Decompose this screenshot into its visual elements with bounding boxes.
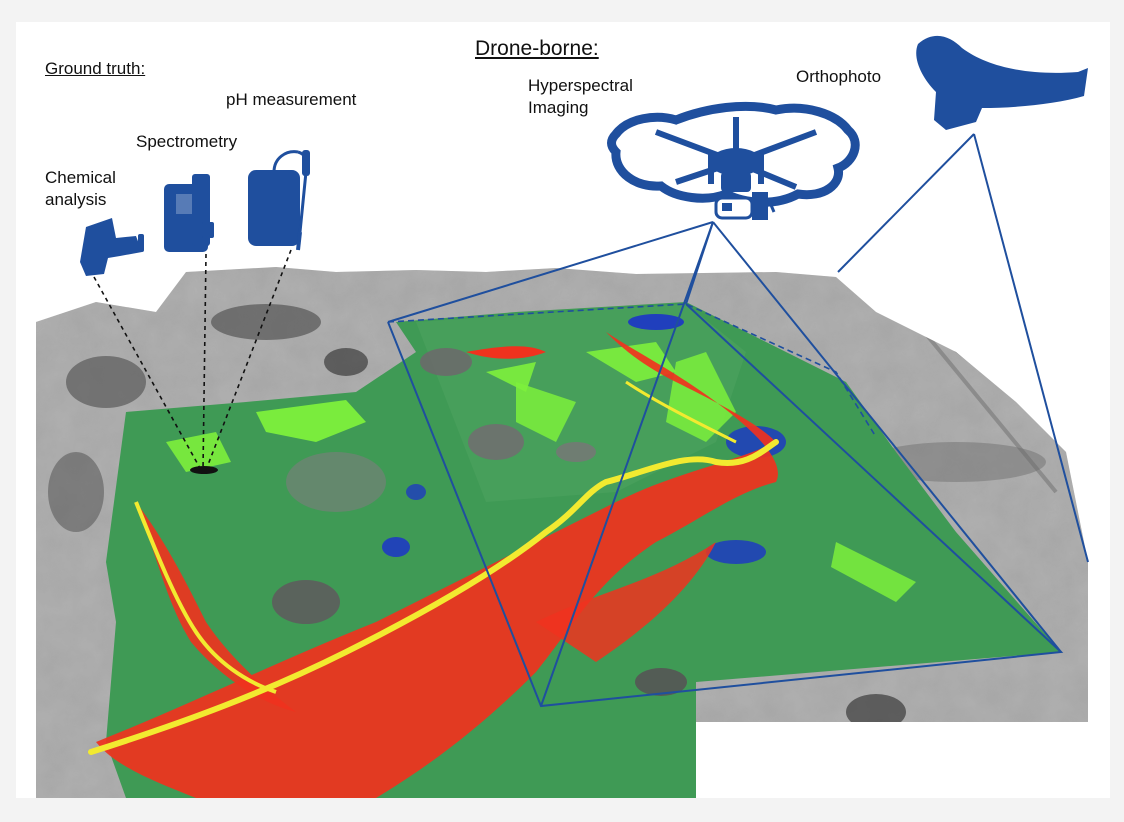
figure-frame: Drone-borne: Ground truth: pH measuremen… <box>16 22 1110 798</box>
classification-map <box>88 302 1061 798</box>
spectrometry-label: Spectrometry <box>136 132 238 151</box>
spectrometer-icon <box>164 174 214 252</box>
orthophoto-footprint <box>837 133 1089 563</box>
drone-borne-heading: Drone-borne: <box>475 37 599 60</box>
orthophoto-label: Orthophoto <box>796 67 882 86</box>
hexacopter-drone-icon <box>607 101 860 207</box>
chemical-analyzer-icon <box>80 218 144 276</box>
hyperspectral-camera-icon <box>714 192 776 220</box>
chemical-analysis-label-line1: Chemical <box>45 168 116 187</box>
chemical-analysis-label-line2: analysis <box>45 190 107 209</box>
sample-point-marker <box>190 466 218 474</box>
hyperspectral-label-line1: Hyperspectral <box>528 76 633 95</box>
scene-illustration <box>36 35 1089 798</box>
hyperspectral-footprint <box>387 221 1064 708</box>
hyperspectral-label-line2: Imaging <box>528 98 589 117</box>
ph-meter-icon <box>248 150 310 251</box>
hyperspectral-footprint-dashed <box>387 303 877 438</box>
ground-truth-heading: Ground truth: <box>45 59 146 78</box>
ph-measurement-label: pH measurement <box>226 90 357 109</box>
fixed-wing-drone-icon <box>916 35 1088 130</box>
